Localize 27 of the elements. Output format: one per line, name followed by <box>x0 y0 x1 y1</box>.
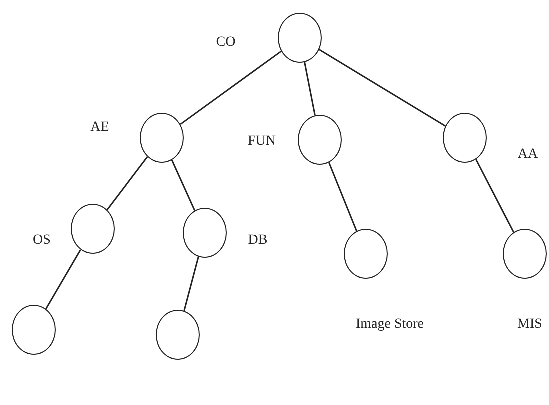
connector-line <box>46 249 82 310</box>
connector-line <box>475 159 515 233</box>
node-label: MIS <box>518 317 542 333</box>
node-label: FUN <box>248 134 276 150</box>
circle-node <box>278 13 322 63</box>
circle-node <box>503 229 547 279</box>
connector-line <box>180 50 282 126</box>
node-label: DB <box>248 233 268 249</box>
connector-line <box>106 156 148 211</box>
connector-line <box>184 256 200 312</box>
circle-node <box>12 305 56 355</box>
node-label: OS <box>33 233 51 249</box>
circle-node <box>443 113 487 163</box>
circle-node <box>140 113 184 163</box>
connector-line <box>171 160 196 212</box>
circle-node <box>298 115 342 165</box>
circle-node <box>183 208 227 258</box>
node-label: CO <box>216 35 236 51</box>
connector-line <box>328 162 358 232</box>
connector-line <box>319 49 446 127</box>
node-label: AA <box>518 147 538 163</box>
circle-node <box>344 229 388 279</box>
node-label: Image Store <box>356 317 424 333</box>
connector-line <box>304 62 316 116</box>
circle-node <box>71 204 115 254</box>
circle-node <box>156 310 200 360</box>
node-label: AE <box>90 120 110 136</box>
